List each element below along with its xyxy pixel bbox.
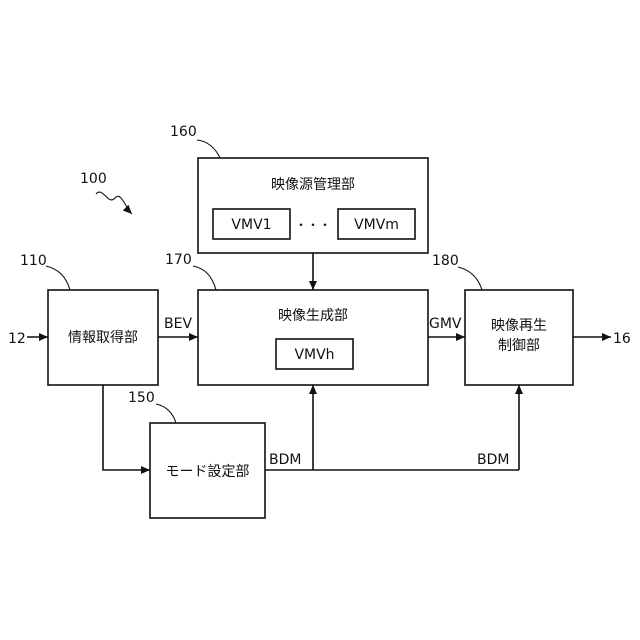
info-acquisition-label: 情報取得部: [68, 329, 138, 346]
source-management-label: 映像源管理部: [271, 177, 355, 193]
vmvm-label: VMVm: [354, 217, 399, 233]
ref-150-leader: [156, 404, 176, 423]
ref-100-label: 100: [80, 171, 107, 187]
ref-180-label: 180: [432, 253, 459, 269]
mode-setting-label: モード設定部: [166, 464, 250, 480]
ref-170-label: 170: [165, 252, 192, 268]
playback-control-label-line2: 制御部: [498, 338, 540, 354]
bev-label: BEV: [164, 316, 192, 332]
playback-control-label-line1: 映像再生: [491, 318, 547, 334]
bdm-left-label: BDM: [269, 452, 301, 468]
ellipsis-label: ・・・: [295, 218, 331, 232]
ref-150-label: 150: [128, 390, 155, 406]
output-ref-label: 16: [613, 331, 631, 347]
ref-100-squiggle-arrow: [96, 192, 132, 214]
ref-170-leader: [193, 266, 216, 290]
ref-110-label: 110: [20, 253, 47, 269]
ref-160-label: 160: [170, 124, 197, 140]
ref-180-leader: [458, 267, 482, 290]
input-ref-label: 12: [8, 331, 26, 347]
video-generation-block: [198, 290, 428, 385]
bdm-right-label: BDM: [477, 452, 509, 468]
vmvh-label: VMVh: [294, 347, 334, 363]
vmv1-label: VMV1: [231, 217, 271, 233]
gmv-label: GMV: [429, 316, 462, 332]
video-generation-label: 映像生成部: [278, 308, 348, 324]
ref-160-leader: [197, 140, 220, 158]
ref-110-leader: [46, 266, 70, 290]
